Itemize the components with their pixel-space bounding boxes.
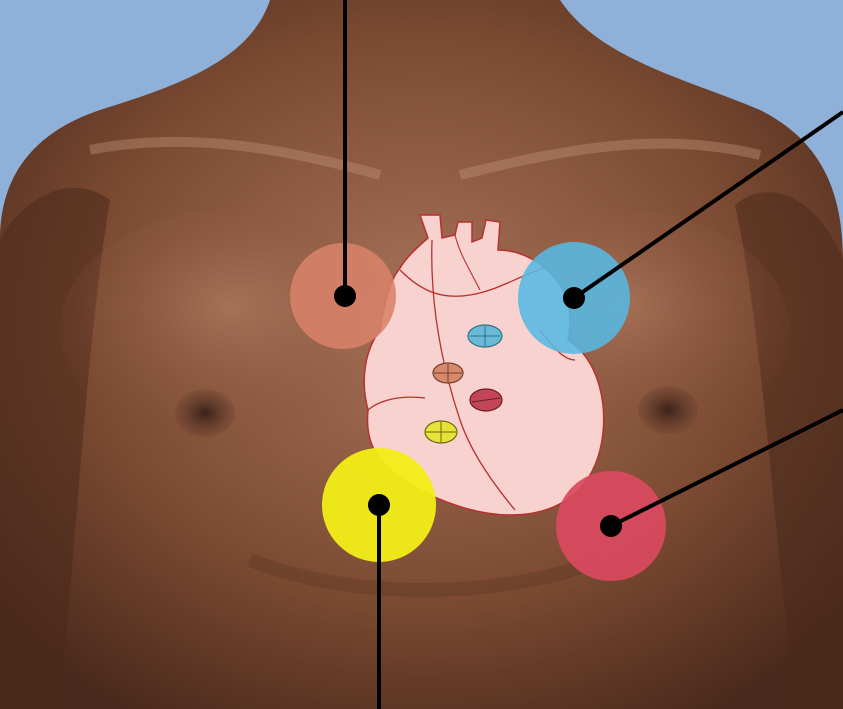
- right-nipple: [638, 386, 698, 434]
- pulmonic-marker-dot: [563, 287, 585, 309]
- left-nipple: [175, 389, 235, 437]
- tricuspid-marker-dot: [368, 494, 390, 516]
- aortic-marker-dot: [334, 285, 356, 307]
- mitral-marker-dot: [600, 515, 622, 537]
